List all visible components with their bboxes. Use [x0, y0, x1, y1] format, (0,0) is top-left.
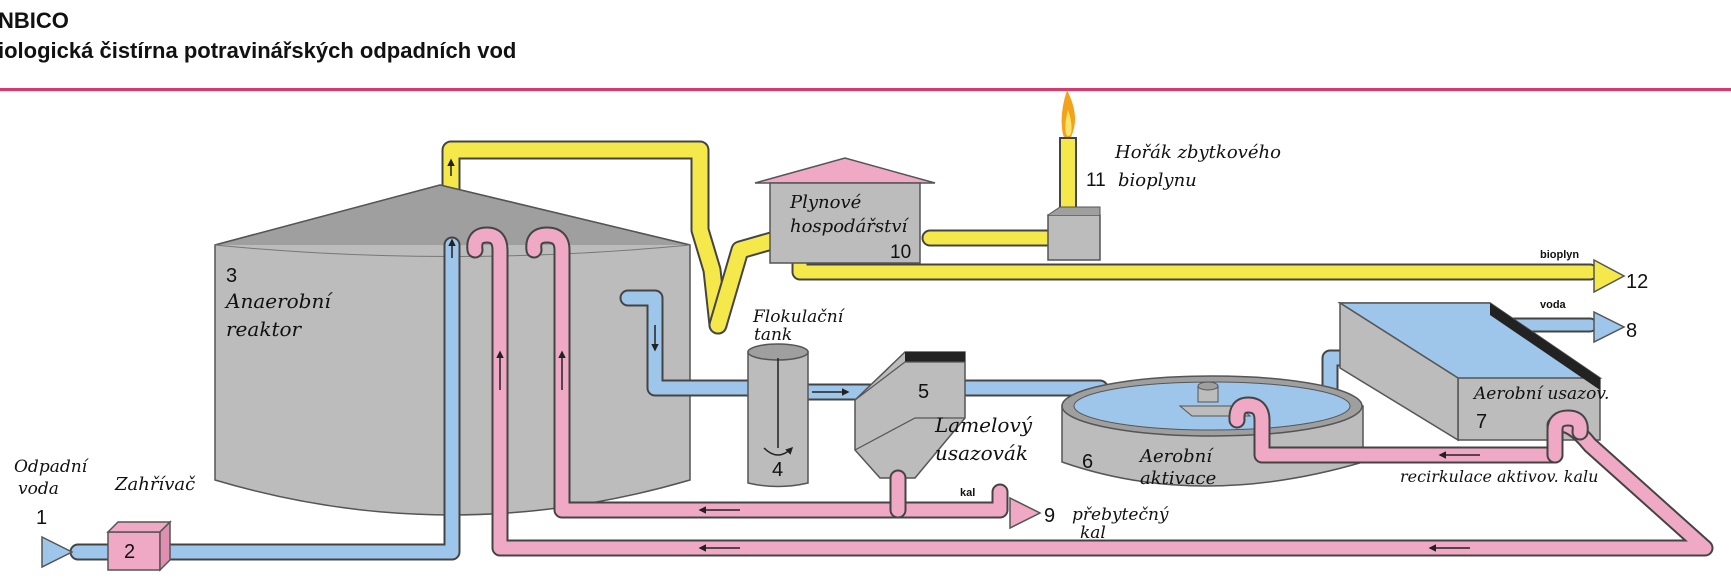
aerobic-settler [1337, 301, 1603, 442]
page-title: NBICO [0, 8, 69, 33]
label-prebytecny-2: kal [1080, 523, 1106, 543]
label-zahrivac: Zahřívač [114, 474, 196, 495]
label-flokulacni-2: tank [754, 325, 792, 345]
aerobic-activation-tank [1061, 375, 1364, 487]
label-n12: 12 [1626, 271, 1648, 293]
label-anaerobni-1: Anaerobní [224, 289, 333, 313]
label-bioplyn: bioplyn [1540, 249, 1579, 261]
input-marker-1 [41, 535, 74, 569]
page-subtitle: iologická čistírna potravinářských odpad… [0, 38, 517, 63]
label-n10: 10 [890, 242, 911, 263]
label-aerobni-usaz: Aerobní usazov. [1472, 384, 1609, 404]
label-lamelovy-1: Lamelový [934, 413, 1033, 437]
flocculation-tank [747, 343, 809, 488]
label-horak-1: Hořák zbytkového [1114, 142, 1281, 163]
label-plynove-1: Plynové [789, 192, 862, 213]
label-n11: 11 [1086, 170, 1106, 191]
label-n3: 3 [226, 265, 237, 287]
label-n4: 4 [772, 459, 783, 481]
label-horak-2: bioplynu [1118, 170, 1197, 191]
gas-house [754, 157, 936, 264]
label-lamelovy-2: usazovák [935, 441, 1028, 465]
label-n9: 9 [1044, 505, 1055, 527]
label-n5: 5 [918, 381, 929, 403]
label-voda: voda [1540, 299, 1567, 311]
output-marker-8 [1593, 310, 1626, 344]
diagram-labels: Odpadní voda 1 Zahřívač 2 3 Anaerobní re… [14, 142, 1648, 563]
label-anaerobni-2: reaktor [226, 317, 303, 341]
label-n8: 8 [1626, 320, 1637, 342]
label-aerobni-akt-1: Aerobní [1138, 446, 1214, 467]
sludge-pipes [466, 226, 1714, 557]
label-aerobni-akt-2: aktivace [1140, 468, 1216, 489]
label-n6: 6 [1082, 451, 1093, 473]
label-n7: 7 [1476, 411, 1487, 433]
output-marker-12 [1593, 258, 1626, 294]
label-kal: kal [960, 487, 975, 499]
io-markers [41, 258, 1626, 569]
label-odpadni-1: Odpadní [14, 457, 90, 477]
label-prebytecny-1: přebytečný [1072, 505, 1169, 525]
lamella-settler [854, 351, 966, 479]
label-flokulacni-1: Flokulační [752, 307, 846, 327]
label-n2: 2 [124, 541, 135, 563]
label-n1: 1 [36, 507, 47, 529]
output-marker-9 [1009, 496, 1042, 530]
heater [106, 520, 172, 572]
label-plynove-2: hospodářství [790, 216, 910, 237]
flow-arrows [496, 350, 1480, 552]
header-divider [0, 88, 1731, 91]
label-recirkulace: recirkulace aktivov. kalu [1400, 467, 1598, 486]
burner [1047, 90, 1101, 261]
label-odpadni-2: voda [18, 479, 59, 499]
